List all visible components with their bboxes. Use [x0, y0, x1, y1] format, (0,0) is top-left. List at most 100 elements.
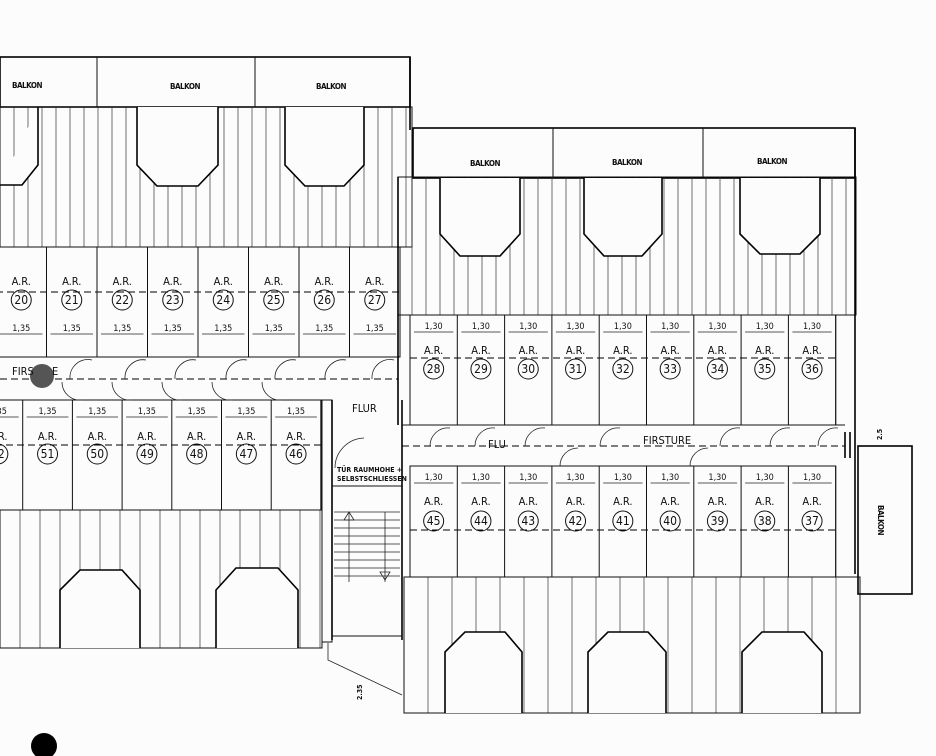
- room-number: 24: [216, 293, 230, 307]
- room-type-label: A.R.: [88, 430, 107, 443]
- room-type-label: A.R.: [113, 275, 132, 288]
- room-number: 34: [711, 362, 725, 376]
- room-type-label: A.R.: [519, 344, 538, 357]
- room-width-dimension: 1,35: [63, 324, 81, 334]
- room-number: 43: [521, 514, 535, 528]
- room-number: 49: [140, 447, 154, 461]
- room-number: 37: [805, 514, 819, 528]
- room-width-dimension: 1,35: [188, 407, 206, 417]
- room-number: 45: [427, 514, 441, 528]
- room-number-circle: [86, 443, 108, 465]
- room-type-label: A.R.: [755, 495, 774, 508]
- room-number-circle: [801, 510, 823, 532]
- room-number-circle: [423, 358, 445, 380]
- corridor-label: FLUR: [352, 402, 377, 415]
- room-number-circle: [186, 443, 208, 465]
- room-type-label: A.R.: [315, 275, 334, 288]
- room-number-circle: [565, 358, 587, 380]
- room-width-dimension: 1,35: [39, 407, 57, 417]
- staircase: [334, 511, 400, 577]
- balcony-label: BALKON: [170, 82, 200, 91]
- room-type-label: A.R.: [613, 495, 632, 508]
- room-width-dimension: 1,35: [164, 324, 182, 334]
- room-number: 33: [663, 362, 677, 376]
- room-type-label: A.R.: [0, 430, 8, 443]
- room-width-dimension: 1,30: [756, 322, 774, 332]
- room-type-label: A.R.: [471, 344, 490, 357]
- room-width-dimension: 1,30: [425, 473, 443, 483]
- storage-row-top-right: A.R.281,30A.R.291,30A.R.301,30A.R.311,30…: [409, 314, 837, 426]
- vertical-dimension: 2.35: [356, 684, 364, 700]
- room-width-dimension: 1,35: [315, 324, 333, 334]
- room-width-dimension: 1,35: [366, 324, 384, 334]
- room-number-circle: [706, 358, 728, 380]
- room-number: 31: [569, 362, 583, 376]
- room-number: 27: [368, 293, 382, 307]
- room-width-dimension: 1,35: [12, 324, 30, 334]
- room-number-circle: [111, 289, 133, 311]
- side-dimension: 2.5: [876, 429, 884, 440]
- room-number-circle: [313, 289, 335, 311]
- room-width-dimension: 1,30: [803, 322, 821, 332]
- balcony-group-right: BALKON BALKON BALKON: [412, 127, 856, 179]
- room-type-label: A.R.: [187, 430, 206, 443]
- room-number-circle: [517, 510, 539, 532]
- room-number-circle: [517, 358, 539, 380]
- room-number: 22: [115, 293, 129, 307]
- room-number-circle: [706, 510, 728, 532]
- room-number: 40: [663, 514, 677, 528]
- room-type-label: A.R.: [424, 495, 443, 508]
- room-width-dimension: 1,30: [803, 473, 821, 483]
- balcony-group-left: BALKON BALKON BALKON: [0, 56, 411, 108]
- room-type-label: A.R.: [38, 430, 57, 443]
- room-type-label: A.R.: [214, 275, 233, 288]
- room-number-circle: [801, 358, 823, 380]
- balcony-label: BALKON: [12, 81, 42, 90]
- balcony-label: BALKON: [316, 82, 346, 91]
- fire-door-label-left-suffix: E: [52, 365, 58, 378]
- room-type-label: A.R.: [708, 344, 727, 357]
- room-number: 35: [758, 362, 772, 376]
- room-number-circle: [162, 289, 184, 311]
- room-number: 36: [805, 362, 819, 376]
- room-type-label: A.R.: [237, 430, 256, 443]
- room-number-circle: [612, 358, 634, 380]
- room-number-circle: [0, 443, 9, 465]
- room-number-circle: [612, 510, 634, 532]
- room-number-circle: [136, 443, 158, 465]
- room-number-circle: [470, 358, 492, 380]
- room-width-dimension: 1,30: [708, 322, 726, 332]
- room-number: 42: [569, 514, 583, 528]
- balcony-label: BALKON: [876, 505, 885, 535]
- room-type-label: A.R.: [566, 344, 585, 357]
- room-width-dimension: 1,35: [237, 407, 255, 417]
- room-number-circle: [285, 443, 307, 465]
- room-width-dimension: 1,30: [756, 473, 774, 483]
- room-number: 26: [317, 293, 331, 307]
- room-number: 21: [65, 293, 79, 307]
- balcony-right: BALKON: [857, 445, 913, 595]
- room-number-circle: [659, 510, 681, 532]
- room-number-circle: [754, 510, 776, 532]
- fire-door-label-right: FIRSTURE: [643, 434, 691, 447]
- room-width-dimension: 1,35: [265, 324, 283, 334]
- balcony-label: BALKON: [757, 157, 787, 166]
- room-width-dimension: 1,30: [472, 473, 490, 483]
- balcony-label: BALKON: [612, 158, 642, 167]
- room-number: 25: [267, 293, 281, 307]
- room-width-dimension: 1,30: [708, 473, 726, 483]
- room-number: 51: [41, 447, 55, 461]
- room-number-circle: [423, 510, 445, 532]
- room-number: 23: [166, 293, 180, 307]
- balcony-label: BALKON: [470, 159, 500, 168]
- room-number: 48: [190, 447, 204, 461]
- fire-door-label-left: FIRS: [12, 365, 34, 378]
- stair-hall: FLUR TÜR RAUMHOHE + SELBSTSCHLIESSEN 2.3…: [321, 399, 407, 700]
- down-arrow-icon: [379, 571, 391, 581]
- room-number: 30: [521, 362, 535, 376]
- room-number: 46: [289, 447, 303, 461]
- room-number: 44: [474, 514, 488, 528]
- room-type-label: A.R.: [264, 275, 283, 288]
- room-number-circle: [10, 289, 32, 311]
- dark-spot-icon: [30, 364, 54, 388]
